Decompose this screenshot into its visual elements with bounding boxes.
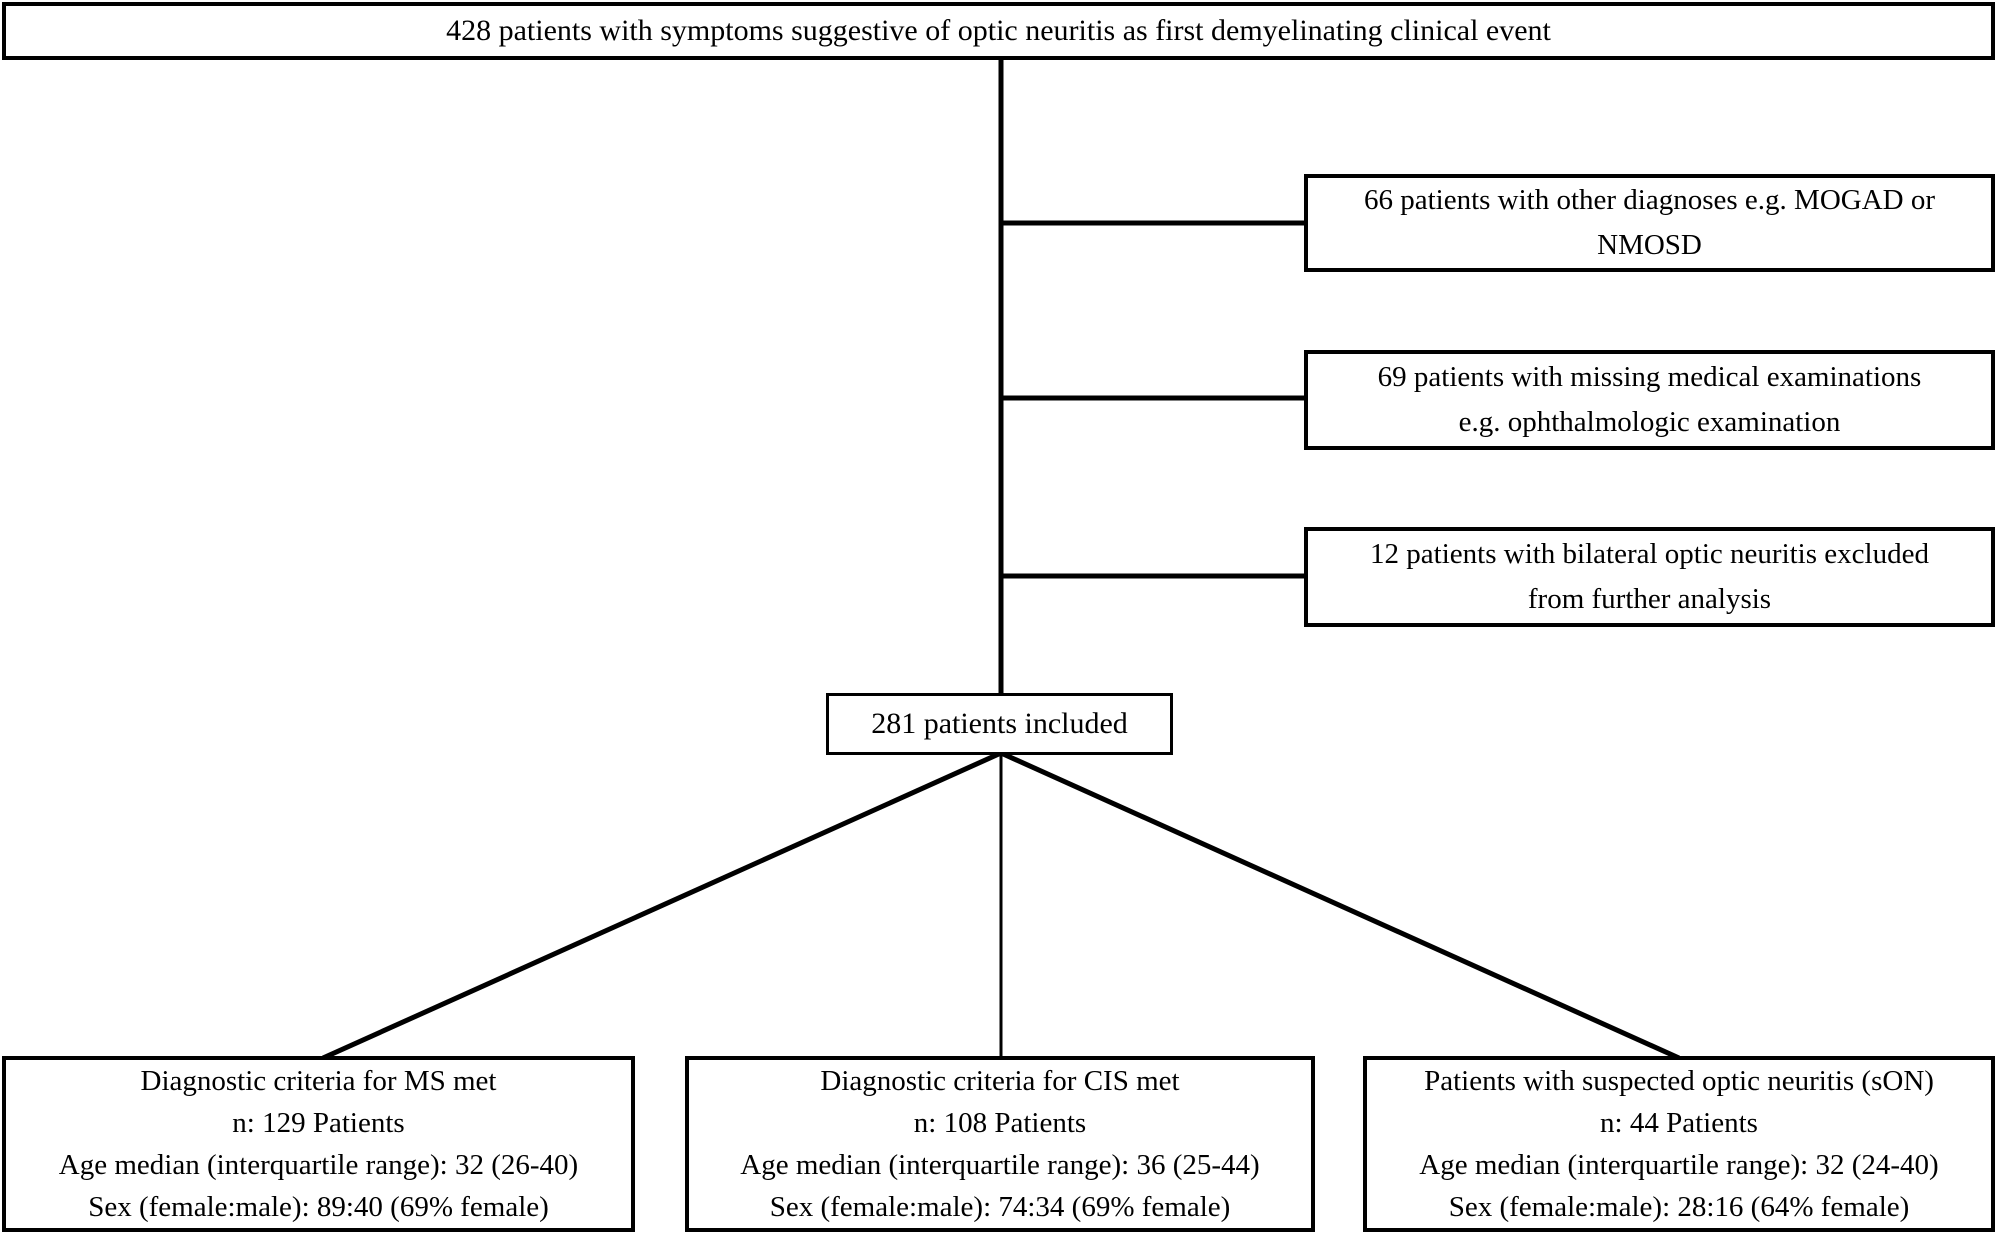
outcome-ms-age: Age median (interquartile range): 32 (26… <box>58 1149 579 1181</box>
outcome-ms-sex: Sex (female:male): 89:40 (69% female) <box>88 1191 549 1223</box>
outcome-son-sex: Sex (female:male): 28:16 (64% female) <box>1448 1191 1910 1223</box>
enrollment-text: 428 patients with symptoms suggestive of… <box>446 14 1551 47</box>
included-patients-box: 281 patients included <box>826 693 1173 755</box>
connector-fan-right <box>999 750 1681 1061</box>
connector-fan-left <box>321 750 1003 1061</box>
outcome-box-cis: Diagnostic criteria for CIS met n: 108 P… <box>685 1056 1315 1232</box>
exclusion-3-line-2: from further analysis <box>1527 583 1772 615</box>
exclusion-1-line-2: NMOSD <box>1597 229 1702 261</box>
included-patients-text: 281 patients included <box>871 707 1128 740</box>
exclusion-3-line-1: 12 patients with bilateral optic neuriti… <box>1370 538 1929 570</box>
exclusion-2-line-1: 69 patients with missing medical examina… <box>1377 361 1922 393</box>
exclusion-1-line-1: 66 patients with other diagnoses e.g. MO… <box>1363 184 1936 216</box>
enrollment-box: 428 patients with symptoms suggestive of… <box>2 2 1995 60</box>
exclusion-box-missing-examinations: 69 patients with missing medical examina… <box>1304 350 1995 450</box>
exclusion-box-bilateral-optic-neuritis: 12 patients with bilateral optic neuriti… <box>1304 527 1995 627</box>
outcome-box-suspected-optic-neuritis: Patients with suspected optic neuritis (… <box>1363 1056 1995 1232</box>
outcome-son-age: Age median (interquartile range): 32 (24… <box>1419 1149 1939 1181</box>
outcome-ms-title: Diagnostic criteria for MS met <box>140 1065 497 1097</box>
outcome-box-ms: Diagnostic criteria for MS met n: 129 Pa… <box>2 1056 635 1232</box>
exclusion-2-line-2: e.g. ophthalmologic examination <box>1458 406 1841 438</box>
exclusion-box-other-diagnoses: 66 patients with other diagnoses e.g. MO… <box>1304 174 1995 272</box>
outcome-cis-title: Diagnostic criteria for CIS met <box>820 1065 1180 1097</box>
outcome-cis-sex: Sex (female:male): 74:34 (69% female) <box>769 1191 1231 1223</box>
outcome-son-n: n: 44 Patients <box>1600 1107 1758 1139</box>
outcome-cis-age: Age median (interquartile range): 36 (25… <box>740 1149 1260 1181</box>
outcome-ms-n: n: 129 Patients <box>232 1107 405 1139</box>
outcome-cis-n: n: 108 Patients <box>913 1107 1087 1139</box>
outcome-son-title: Patients with suspected optic neuritis (… <box>1424 1065 1934 1097</box>
